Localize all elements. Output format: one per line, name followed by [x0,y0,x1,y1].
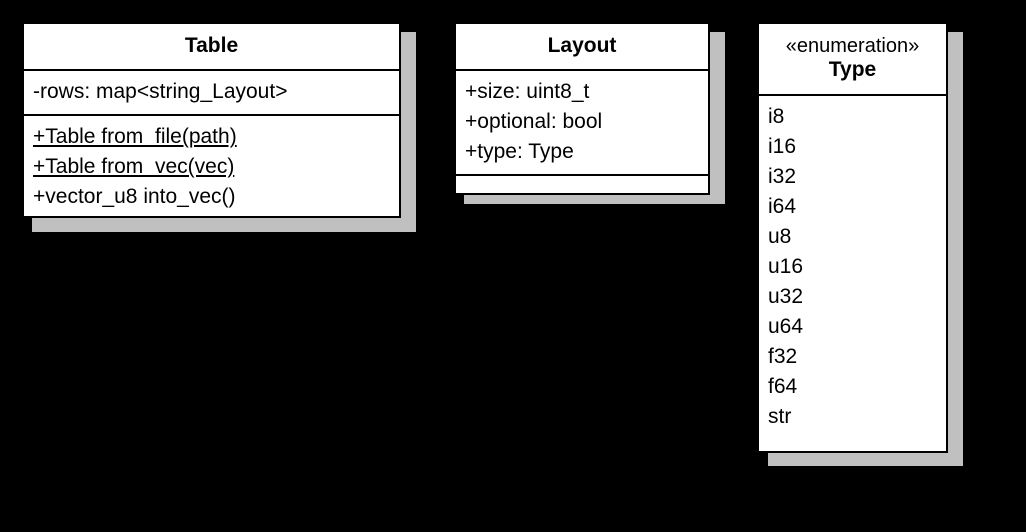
attribute-row: +optional: bool [465,110,603,133]
class-box-table[interactable]: Table -rows: map<string_Layout> +Table f… [22,22,401,218]
enum-box-type[interactable]: «enumeration» Type i8 i16 i32 i64 u8 u16… [757,22,948,453]
method-row: +Table from_vec(vec) [33,155,235,178]
class-header-layout: Layout [456,24,708,69]
attribute-row: +size: uint8_t [465,80,590,103]
class-attributes-layout: +size: uint8_t +optional: bool +type: Ty… [456,69,708,174]
enum-literal-row: i8 [768,105,785,128]
enum-literal-row: f32 [768,345,798,368]
enum-literal-row: u32 [768,285,804,308]
class-name-layout: Layout [547,34,617,58]
class-methods-table: +Table from_file(path) +Table from_vec(v… [24,114,399,218]
attribute-row: +type: Type [465,140,574,163]
enum-literal-row: i16 [768,135,797,158]
enum-literal-row: u64 [768,315,804,338]
method-row: +vector_u8 into_vec() [33,185,236,208]
enum-header-type: «enumeration» Type [759,24,946,94]
attribute-row: -rows: map<string_Layout> [33,80,288,103]
enum-literal-row: i64 [768,195,797,218]
class-attributes-table: -rows: map<string_Layout> [24,69,399,114]
enum-name-type: Type [828,58,877,82]
enum-literal-row: u16 [768,255,804,278]
enum-stereotype: «enumeration» [785,35,920,58]
enum-literal-row: u8 [768,225,792,248]
enum-literal-row: f64 [768,375,798,398]
enum-literal-row: str [768,405,792,428]
enum-literals-type: i8 i16 i32 i64 u8 u16 u32 u64 f32 f64 st… [759,94,946,438]
class-name-table: Table [184,34,239,58]
class-box-layout[interactable]: Layout +size: uint8_t +optional: bool +t… [454,22,710,195]
class-methods-layout-empty [456,174,708,191]
class-header-table: Table [24,24,399,69]
enum-literal-row: i32 [768,165,797,188]
method-row: +Table from_file(path) [33,125,237,148]
